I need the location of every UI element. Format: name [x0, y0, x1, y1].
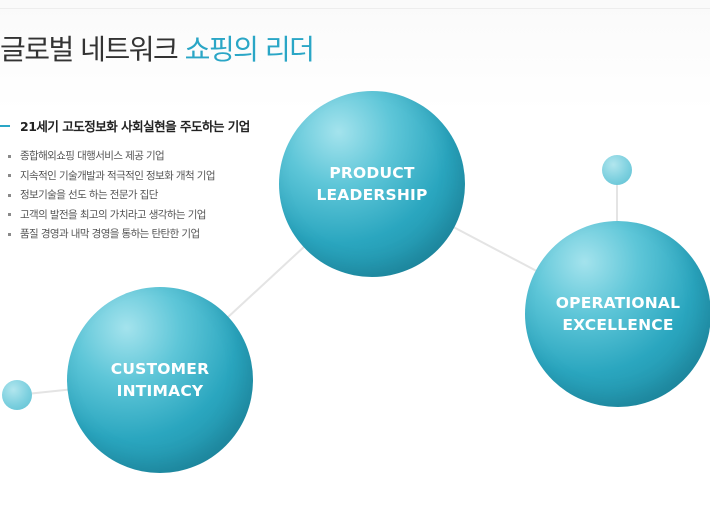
product-leadership-circle: PRODUCT LEADERSHIP [279, 91, 465, 277]
list-item: 지속적인 기술개발과 적극적인 정보화 개척 기업 [8, 169, 215, 189]
list-item-text: 품질 경영과 내막 경영을 통하는 탄탄한 기업 [20, 228, 200, 240]
bullet-icon [8, 232, 11, 236]
top-divider [0, 8, 710, 9]
decorative-dot-right [602, 155, 632, 185]
customer-intimacy-label: CUSTOMER INTIMACY [110, 360, 210, 400]
bullet-icon [8, 213, 11, 216]
bullet-icon [8, 193, 11, 197]
list-item: 고객의 발전을 최고의 가치라고 생각하는 기업 [8, 208, 215, 228]
list-item: 종합해외쇼핑 대행서비스 제공 기업 [8, 149, 215, 169]
list-item: 품질 경영과 내막 경영을 통하는 탄탄한 기업 [8, 227, 215, 247]
list-item-text: 종합해외쇼핑 대행서비스 제공 기업 [20, 150, 165, 162]
subheading: 21세기 고도정보화 사회실현을 주도하는 기업 [0, 116, 250, 135]
subheading-bar [0, 124, 10, 127]
customer-intimacy-circle: CUSTOMER INTIMACY [67, 287, 253, 473]
bullet-icon [8, 174, 11, 177]
list-item-text: 지속적인 기술개발과 적극적인 정보화 개척 기업 [20, 169, 215, 182]
list-item: 정보기술을 선도 하는 전문가 집단 [8, 188, 215, 208]
list-item-text: 고객의 발전을 최고의 가치라고 생각하는 기업 [20, 208, 206, 221]
bullet-icon [8, 154, 11, 158]
operational-excellence-circle: OPERATIONAL EXCELLENCE [525, 221, 710, 407]
list-item-text: 정보기술을 선도 하는 전문가 집단 [20, 189, 158, 201]
page-headline: 글로벌 네트워크 쇼핑의 리더 [0, 33, 315, 67]
headline-accent: 쇼핑의 리더 [184, 33, 315, 66]
decorative-dot-left [2, 380, 32, 410]
operational-excellence-label: OPERATIONAL EXCELLENCE [555, 294, 681, 334]
headline-main: 글로벌 네트워크 [0, 33, 179, 66]
subheading-text: 21세기 고도정보화 사회실현을 주도하는 기업 [20, 119, 250, 134]
product-leadership-label: PRODUCT LEADERSHIP [316, 164, 428, 204]
feature-list: 종합해외쇼핑 대행서비스 제공 기업 지속적인 기술개발과 적극적인 정보화 개… [8, 149, 215, 247]
